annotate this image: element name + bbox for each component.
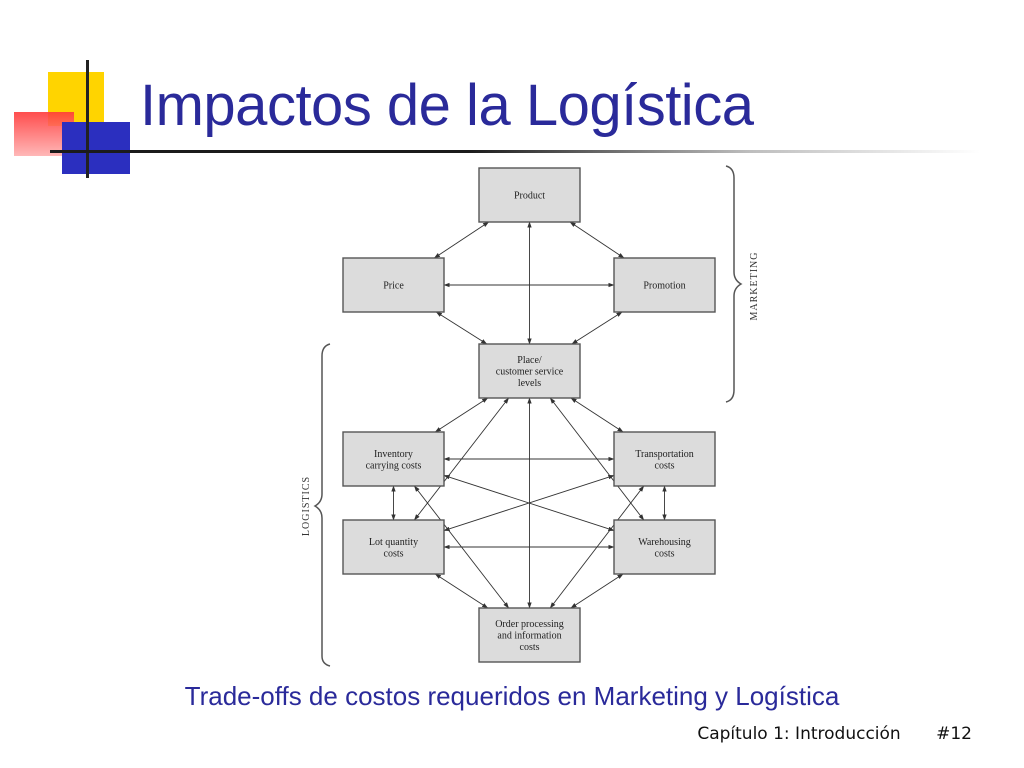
node-product-box: [478, 167, 581, 223]
logistics-bracket: [313, 343, 331, 667]
edge-product-price: [433, 221, 490, 259]
node-inventory-box: [342, 431, 445, 487]
node-place-label: customer service: [496, 367, 564, 378]
edge-price-place: [435, 311, 488, 345]
edge-promotion-place: [571, 311, 623, 345]
node-price: Price: [342, 257, 445, 313]
node-order-label: costs: [520, 642, 540, 653]
node-lot-label: Lot quantity: [369, 537, 418, 548]
title-underline: [50, 150, 980, 153]
slide-footer: Capítulo 1: Introducción #12: [697, 724, 972, 744]
footer-page-number: #12: [936, 724, 972, 744]
diagram-edges: [391, 221, 667, 609]
edge-place-transport: [570, 397, 624, 433]
node-product: Product: [478, 167, 581, 223]
slide-title: Impactos de la Logística: [140, 73, 754, 138]
node-order-box: [478, 607, 581, 663]
node-order-label: Order processing: [495, 619, 564, 630]
node-inventory-label: carrying costs: [366, 460, 422, 471]
edge-place-inventory: [434, 397, 489, 433]
node-inventory-label: Inventory: [374, 449, 413, 460]
node-place-label: levels: [518, 378, 541, 389]
marketing-bracket: [725, 165, 743, 403]
node-price-label: Price: [383, 281, 404, 292]
node-warehouse-label: Warehousing: [638, 537, 691, 548]
edge-transport-lot: [443, 474, 615, 532]
node-lot-box: [342, 519, 445, 575]
logistics-label: LOGISTICS: [301, 476, 312, 536]
footer-chapter: Capítulo 1: Introducción: [697, 724, 901, 744]
decor-vertical-line: [86, 60, 89, 178]
edge-warehouse-order: [570, 573, 624, 609]
node-place-label: Place/: [517, 355, 542, 366]
node-warehouse-box: [613, 519, 716, 575]
node-order-label: and information: [497, 631, 561, 642]
node-promotion-box: [613, 257, 716, 313]
node-warehouse-label: costs: [655, 548, 675, 559]
edge-lot-order: [434, 573, 489, 609]
slide-caption: Trade-offs de costos requeridos en Marke…: [184, 681, 840, 711]
marketing-label: MARKETING: [749, 252, 760, 321]
node-price-box: [342, 257, 445, 313]
diagram-brackets: MARKETING LOGISTICS: [301, 165, 760, 667]
node-place-box: [478, 343, 581, 399]
node-transport-box: [613, 431, 716, 487]
node-transport-label: Transportation: [635, 449, 694, 460]
node-lot-label: costs: [384, 548, 404, 559]
node-transport-label: costs: [655, 460, 675, 471]
node-promotion-label: Promotion: [643, 281, 685, 292]
node-product-label: Product: [514, 191, 545, 202]
edge-product-promotion: [569, 221, 625, 259]
node-promotion: Promotion: [613, 257, 716, 313]
decor-blue-square: [62, 122, 130, 174]
